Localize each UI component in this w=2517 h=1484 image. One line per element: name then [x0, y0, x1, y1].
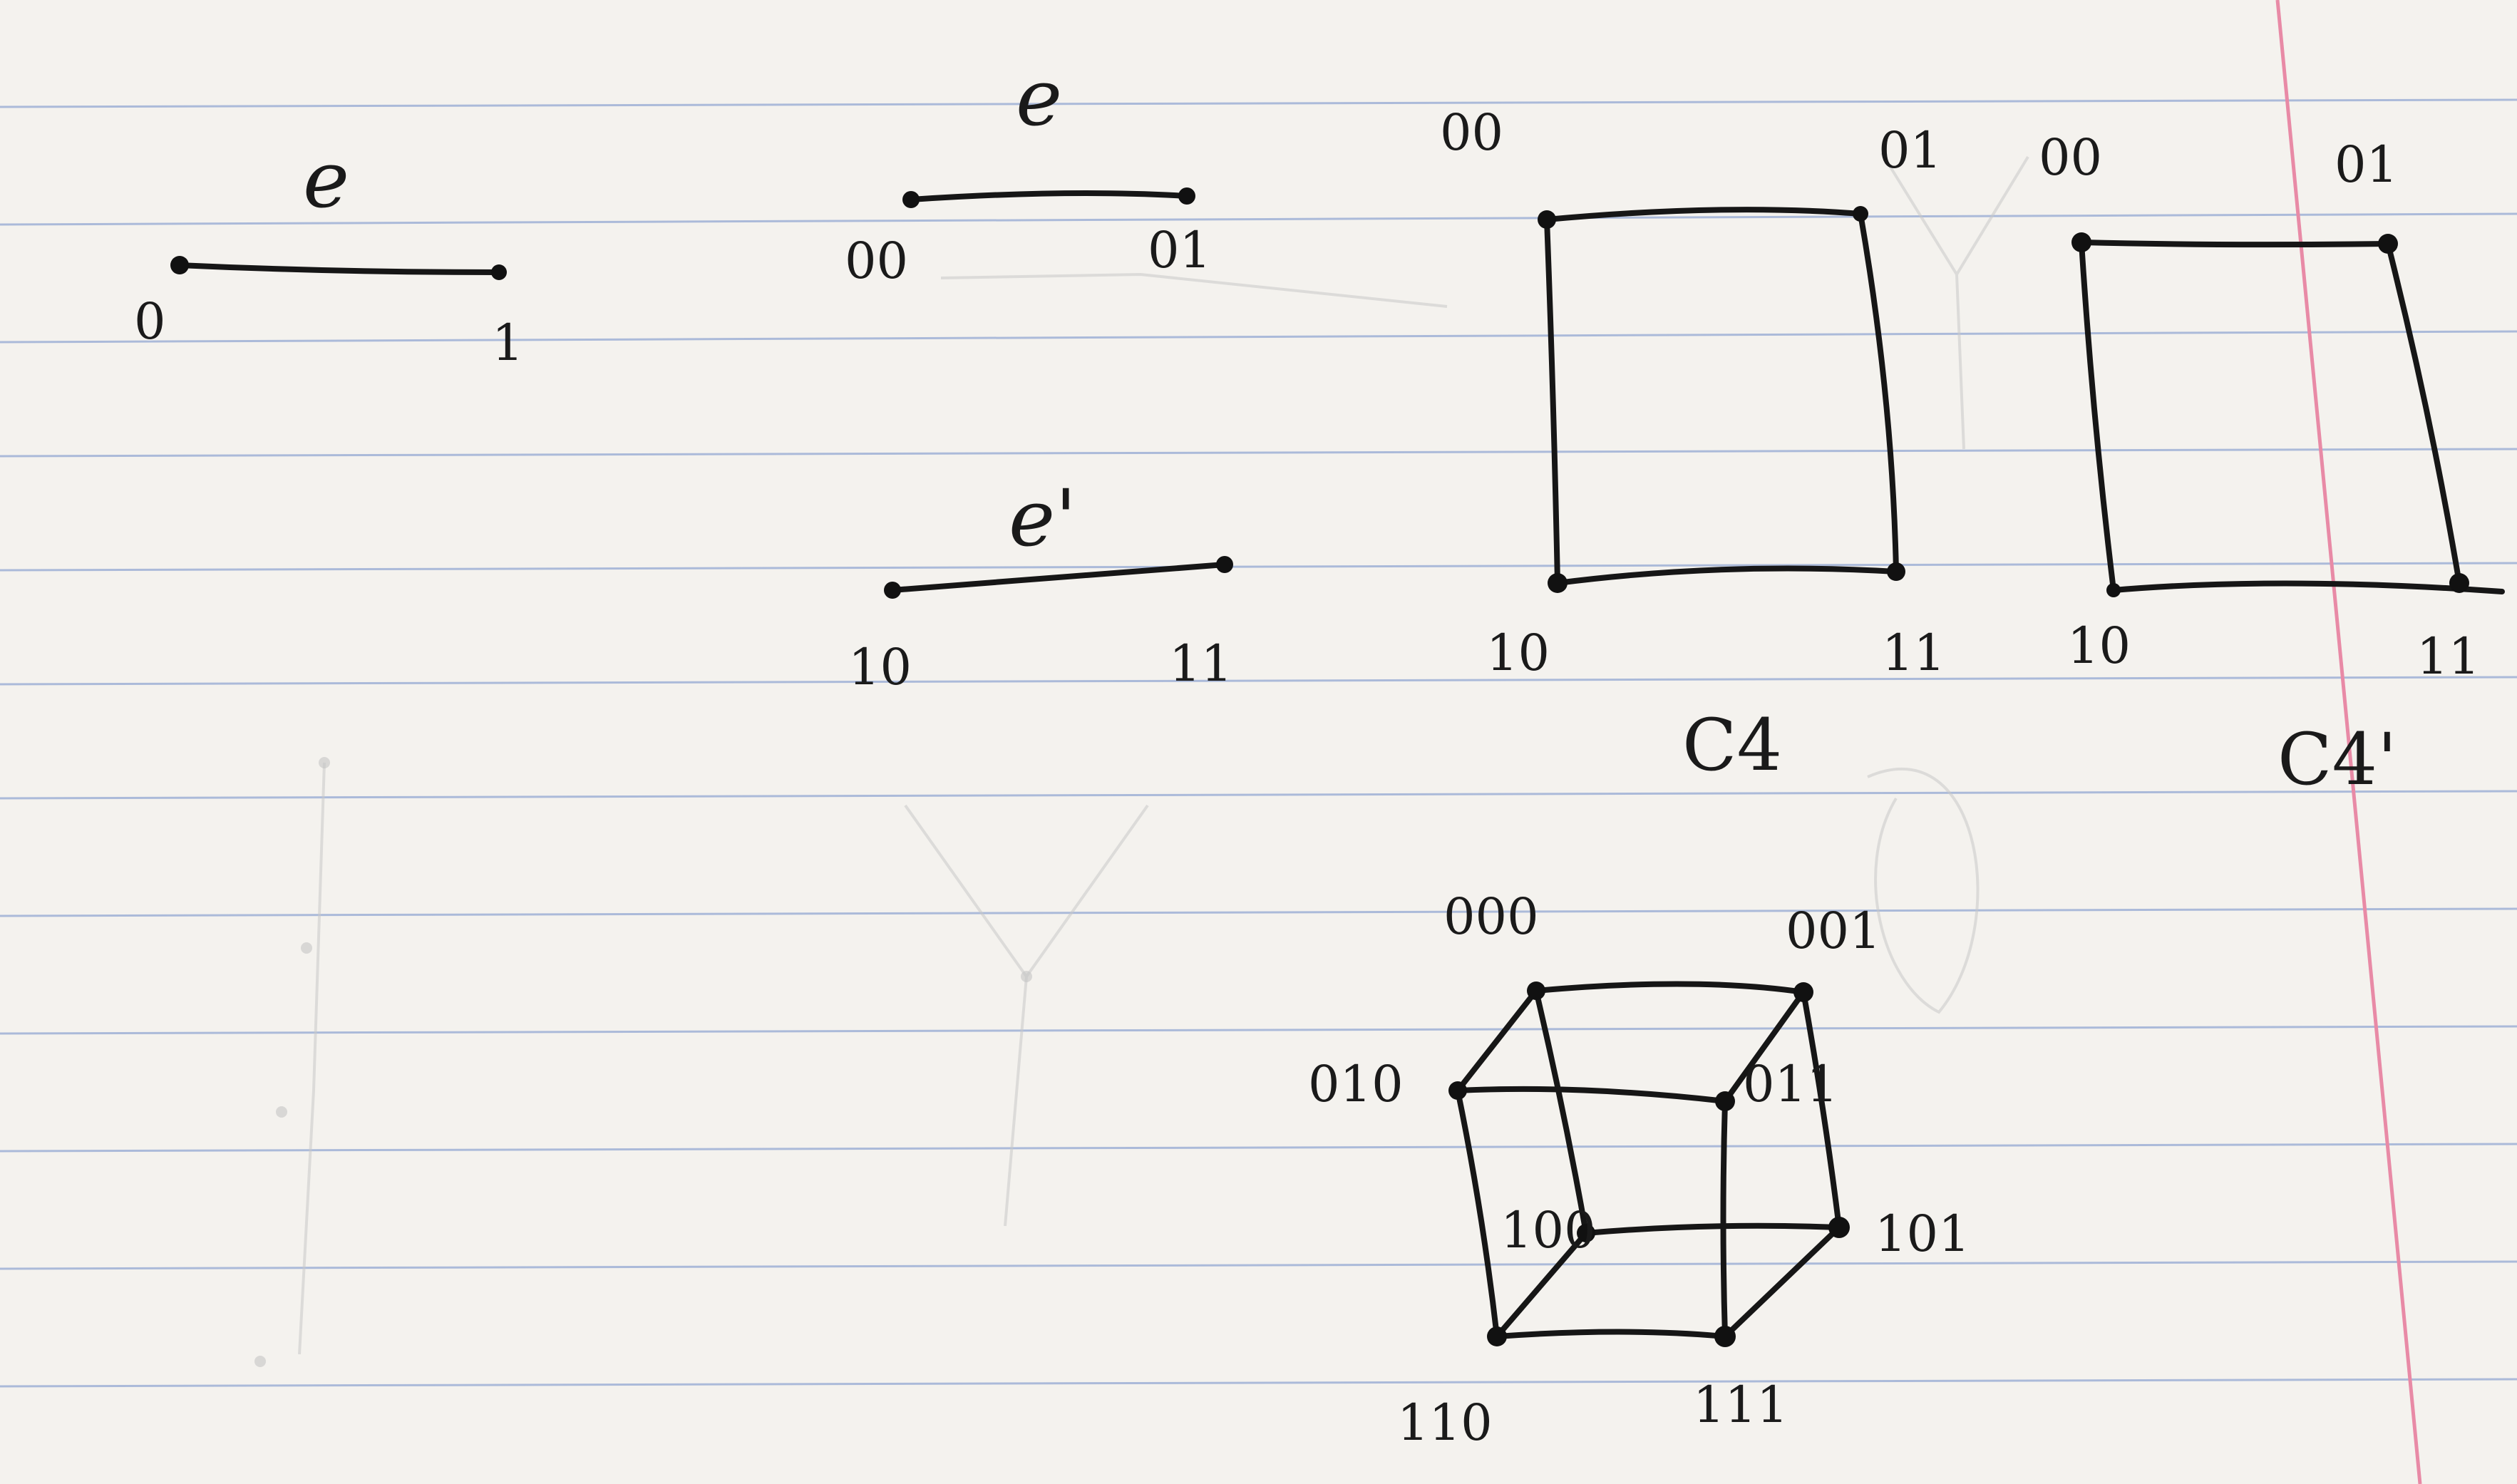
ruled-lines [0, 98, 2517, 1388]
segment-e-title: e [303, 134, 349, 225]
cube-node-110 [1487, 1326, 1507, 1346]
cube-node-000 [1527, 981, 1545, 1000]
c4p-node-00 [2071, 232, 2091, 252]
cube-node-111 [1714, 1326, 1736, 1347]
c4-caption: C4 [1682, 704, 1782, 787]
c4p-label-00: 00 [2039, 128, 2102, 187]
segment-e: e 0 1 [134, 134, 524, 372]
cube-edge-100-101 [1583, 1222, 1842, 1236]
c4p-edge-top [2079, 239, 2391, 248]
cube-node-100 [1577, 1224, 1595, 1242]
cube-edge-000-010 [1455, 988, 1539, 1093]
segment-e-prime-title: e' [1009, 473, 1076, 564]
cube-label-010: 010 [1308, 1055, 1404, 1113]
cube-node-001 [1793, 982, 1813, 1002]
c4-label-00: 00 [1440, 103, 1503, 162]
c4p-label-10: 10 [2067, 617, 2131, 675]
c4p-label-11: 11 [2416, 627, 2480, 686]
cube-edge-011-111 [1720, 1098, 1728, 1339]
cube-graph: 000 001 010 011 100 101 110 111 [1308, 887, 1970, 1452]
c4-edge-top [1544, 207, 1863, 222]
cube-node-101 [1828, 1217, 1850, 1238]
segment-e2-label-01: 01 [1148, 221, 1211, 279]
c4-node-00 [1538, 210, 1556, 229]
c4-label-01: 01 [1878, 121, 1942, 180]
cube-node-010 [1448, 1081, 1467, 1100]
cube-label-100: 100 [1501, 1201, 1596, 1259]
c4p-edge-right [2385, 241, 2462, 586]
cube-edge-001-011 [1722, 989, 1806, 1104]
segment-e-prime-node-10 [884, 582, 901, 599]
segment-e-prime-edge [890, 562, 1227, 593]
c4-node-01 [1853, 206, 1868, 222]
cube-edge-000-001 [1533, 981, 1806, 995]
square-c4-prime: 00 01 10 11 C4' [2039, 128, 2505, 801]
c4p-edge-left [2079, 239, 2116, 593]
c4-edge-right [1858, 211, 1899, 574]
segment-e2-label-00: 00 [845, 232, 908, 290]
c4-edge-bottom [1555, 565, 1899, 586]
cube-label-001: 001 [1786, 902, 1881, 960]
segment-e2-node-01 [1178, 187, 1195, 205]
c4p-edge-bottom [2111, 580, 2505, 594]
c4p-node-11 [2449, 573, 2469, 593]
segment-e2-edge [908, 190, 1190, 202]
c4-label-11: 11 [1882, 624, 1945, 682]
c4p-node-10 [2106, 583, 2121, 597]
c4p-label-01: 01 [2335, 135, 2398, 194]
segment-e-prime-label-10: 10 [848, 638, 912, 696]
segment-e-label-1: 1 [492, 314, 524, 372]
c4-node-11 [1887, 562, 1905, 581]
cube-label-000: 000 [1443, 887, 1539, 946]
segment-e-edge [177, 262, 502, 275]
segment-e-prime-node-11 [1216, 556, 1233, 573]
segment-e-two-bit: e 00 01 [845, 52, 1211, 290]
segment-e-node-0 [170, 256, 189, 274]
cube-edge-010-011 [1455, 1086, 1728, 1104]
square-c4: 00 01 10 11 C4 [1440, 103, 1945, 787]
cube-label-011: 011 [1743, 1055, 1838, 1113]
c4p-caption: C4' [2277, 718, 2397, 801]
bleed-through-sketch [254, 152, 2029, 1367]
cube-label-110: 110 [1397, 1393, 1493, 1452]
cube-label-111: 111 [1693, 1376, 1788, 1434]
cube-edge-110-111 [1494, 1329, 1728, 1339]
cube-edge-001-101 [1801, 989, 1842, 1230]
segment-e-label-0: 0 [134, 292, 166, 351]
cube-label-101: 101 [1875, 1205, 1970, 1263]
cube-edge-010-110 [1455, 1088, 1500, 1339]
segment-e2-title: e [1016, 52, 1062, 143]
c4-edge-left [1544, 217, 1560, 586]
segment-e-prime: e' 10 11 [848, 473, 1233, 696]
cube-node-011 [1715, 1091, 1735, 1111]
c4p-node-01 [2378, 234, 2398, 254]
segment-e-node-1 [491, 264, 507, 280]
c4-label-10: 10 [1486, 624, 1550, 682]
cube-edge-101-111 [1722, 1225, 1842, 1339]
segment-e2-node-00 [902, 191, 920, 208]
c4-node-10 [1548, 573, 1568, 593]
cube-edge-000-100 [1533, 988, 1589, 1236]
segment-e-prime-label-11: 11 [1169, 634, 1232, 693]
cube-edge-100-110 [1494, 1230, 1589, 1339]
